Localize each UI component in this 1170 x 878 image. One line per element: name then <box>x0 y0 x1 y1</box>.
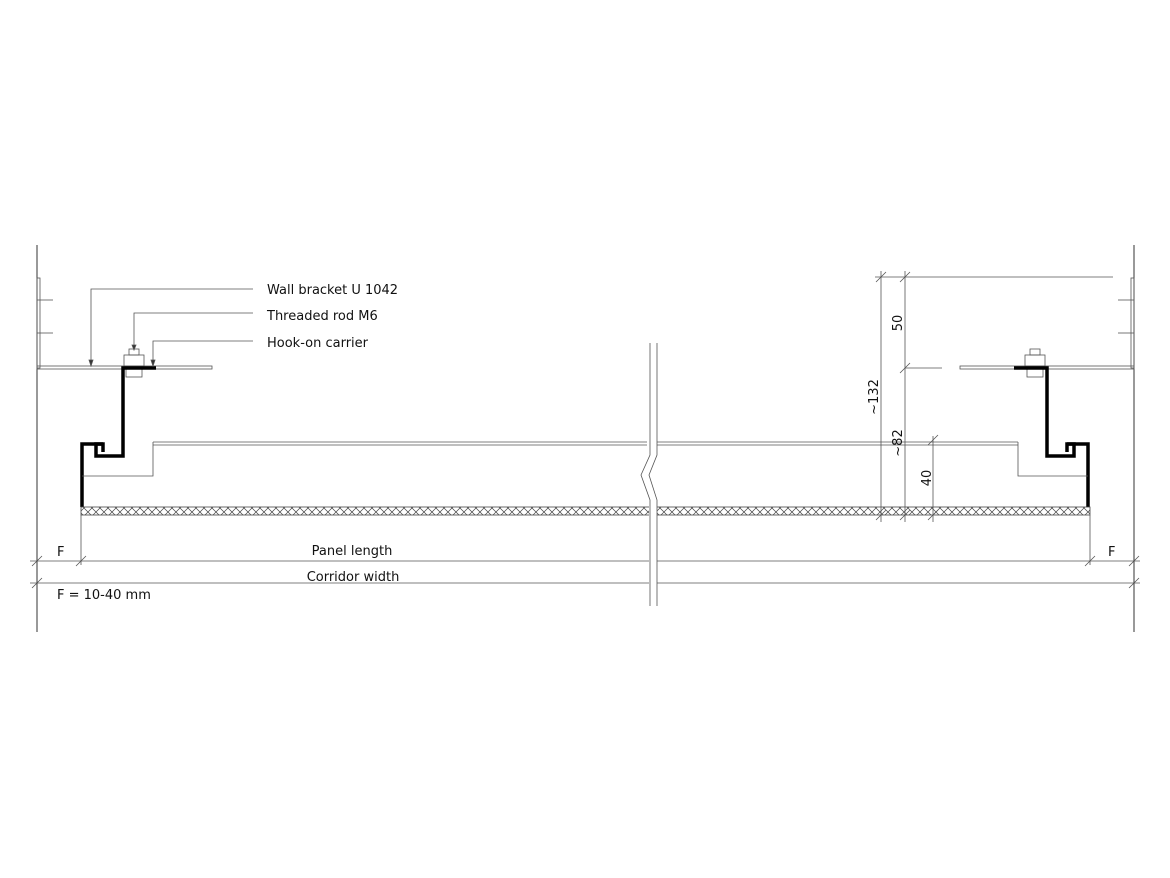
dim-82: ~82 <box>891 429 906 456</box>
left-threaded-rod-nut <box>123 348 145 378</box>
right-carrier-outer <box>1067 442 1090 507</box>
ceiling-panel <box>80 441 1091 516</box>
dim-f-right: F <box>1108 545 1115 560</box>
left-hook-on-carrier <box>94 366 156 458</box>
dim-40: 40 <box>920 470 935 487</box>
dim-132: ~132 <box>867 379 882 415</box>
f-note: F = 10-40 mm <box>57 588 151 603</box>
left-carrier-outer <box>80 442 103 507</box>
dim-f-left: F <box>57 545 64 560</box>
break-line <box>640 343 658 606</box>
right-threaded-rod-nut <box>1024 348 1046 378</box>
right-hook-on-carrier <box>1014 366 1076 458</box>
leader-lines <box>88 288 253 368</box>
right-wall-bracket <box>959 277 1135 370</box>
label-hook-on-carrier: Hook-on carrier <box>267 336 369 351</box>
horizontal-dimensions <box>30 515 1140 589</box>
dim-50: 50 <box>891 315 906 332</box>
vertical-dimensions <box>875 271 1113 522</box>
label-threaded-rod: Threaded rod M6 <box>266 309 378 324</box>
dim-panel-length: Panel length <box>312 544 393 559</box>
label-wall-bracket: Wall bracket U 1042 <box>267 283 398 298</box>
dim-corridor-width: Corridor width <box>307 570 400 585</box>
